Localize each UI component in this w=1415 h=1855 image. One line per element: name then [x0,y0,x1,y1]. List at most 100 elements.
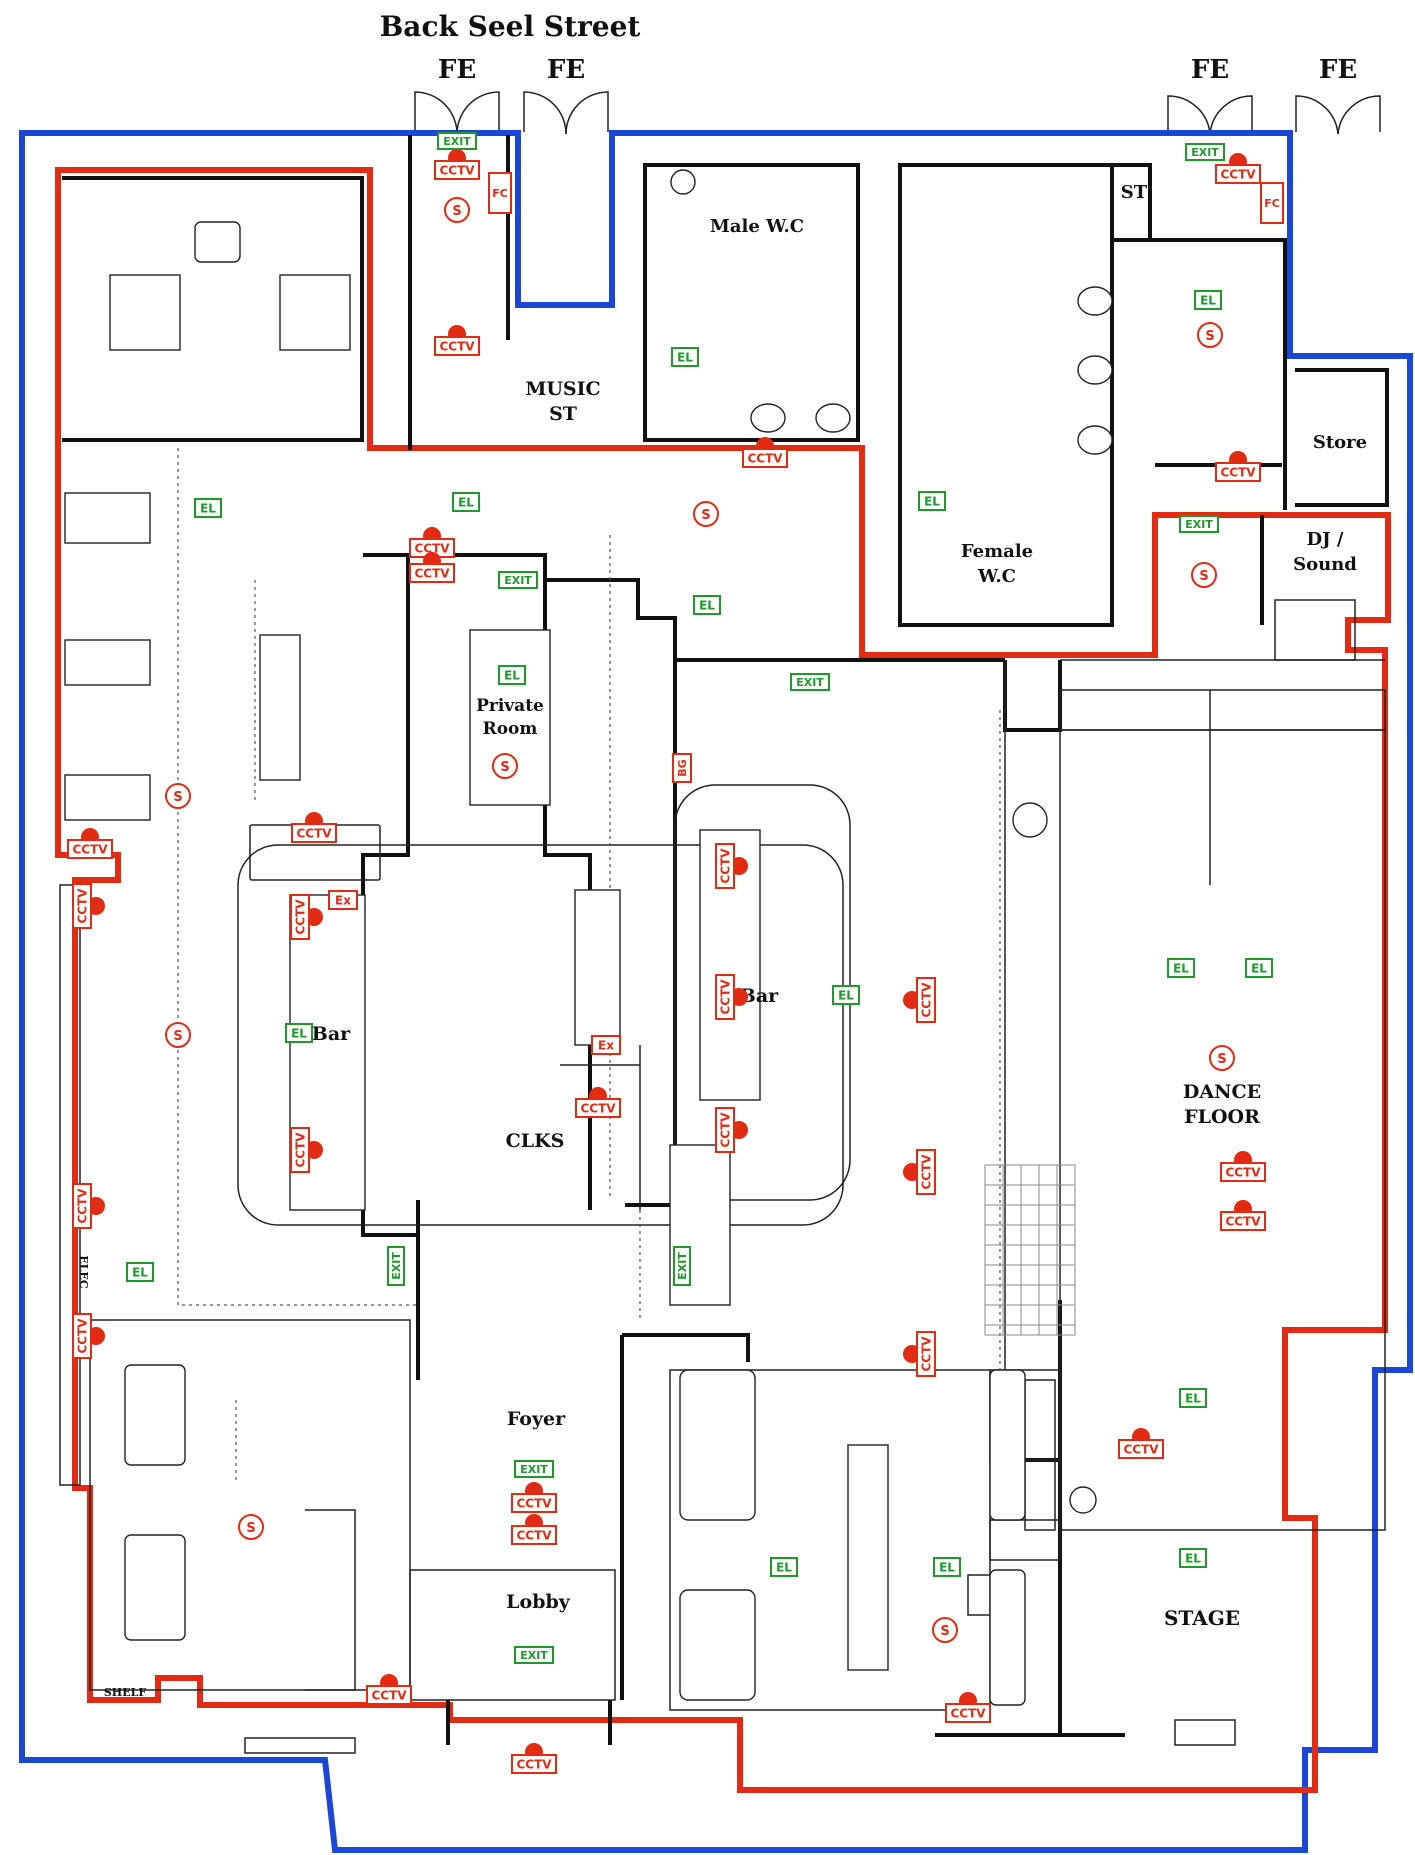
fire-exit-label-2: FE [547,55,585,85]
svg-text:S: S [173,790,182,805]
sensor-icon: S [1197,322,1223,348]
el-tag: EL [126,1262,154,1282]
svg-text:S: S [500,760,509,775]
inner-boundary [55,167,1391,1793]
svg-text:EL: EL [924,494,940,508]
room-lobby: Lobby [506,1591,571,1613]
cctv-tag: CCTV [434,160,480,180]
cctv-tag: CCTV [511,1754,557,1774]
el-tag: EL [671,347,699,367]
fc-tag: FC [1260,182,1284,224]
cctv-tag: CCTV [67,839,113,859]
el-tag: EL [1194,290,1222,310]
svg-text:EL: EL [1200,293,1216,307]
svg-text:S: S [246,1521,255,1536]
svg-text:CCTV: CCTV [718,1112,732,1148]
svg-text:CCTV: CCTV [919,1336,933,1372]
sensor-icon: S [932,1617,958,1643]
room-private-room-line1: Private [476,696,544,716]
svg-text:EXIT: EXIT [796,676,824,689]
cctv-tag: CCTV [1118,1439,1164,1459]
svg-text:CCTV: CCTV [516,1528,552,1542]
svg-text:CCTV: CCTV [296,826,332,840]
dashed-lines [177,448,1001,1480]
svg-text:EL: EL [838,988,854,1002]
svg-text:S: S [173,1029,182,1044]
sensor-icon: S [238,1514,264,1540]
el-tag: EL [285,1023,313,1043]
cctv-tag: CCTV [290,1127,310,1173]
svg-text:CCTV: CCTV [1225,1165,1261,1179]
room-music-st-line1: MUSIC [525,378,600,400]
exit-tag: EXIT [673,1246,691,1286]
room-st: ST [1121,182,1148,203]
fire-exit-label-3: FE [1191,55,1229,85]
street-label: Back Seel Street [380,10,641,43]
exit-tag: EXIT [498,571,538,589]
svg-text:S: S [1205,329,1214,344]
svg-text:CCTV: CCTV [72,842,108,856]
el-tag: EL [1179,1388,1207,1408]
svg-text:EL: EL [132,1265,148,1279]
cctv-tag: CCTV [72,1313,92,1359]
sensor-icon: S [1191,562,1217,588]
el-tag: EL [1167,958,1195,978]
room-private-room-line2: Room [483,719,538,739]
cctv-tag: CCTV [945,1703,991,1723]
fire-exit-label-4: FE [1319,55,1357,85]
room-store: Store [1313,432,1367,453]
fire-exit-doors [414,91,1381,135]
svg-text:EL: EL [939,1560,955,1574]
svg-text:EL: EL [1185,1551,1201,1565]
svg-text:CCTV: CCTV [516,1757,552,1771]
svg-text:EXIT: EXIT [1191,146,1219,159]
svg-text:CCTV: CCTV [439,163,475,177]
svg-text:CCTV: CCTV [747,451,783,465]
room-female-wc-line1: Female [961,541,1033,562]
svg-text:CCTV: CCTV [1220,167,1256,181]
sensor-icon: S [1209,1045,1235,1071]
el-tag: EL [832,985,860,1005]
svg-text:S: S [1217,1052,1226,1067]
el-tag: EL [498,665,526,685]
svg-text:Ex: Ex [598,1038,614,1052]
svg-text:CCTV: CCTV [718,848,732,884]
fire-exit-label-1: FE [438,55,476,85]
exit-tag: EXIT [1185,143,1225,161]
svg-text:EXIT: EXIT [390,1252,403,1280]
svg-text:CCTV: CCTV [1220,465,1256,479]
svg-text:CCTV: CCTV [919,1154,933,1190]
svg-text:BG: BG [676,759,689,776]
cctv-tag: CCTV [916,1149,936,1195]
cctv-tag: CCTV [290,894,310,940]
cctv-tag: CCTV [1220,1211,1266,1231]
cctv-tag: CCTV [409,538,455,558]
room-dj-sound-line2: Sound [1293,554,1357,575]
room-dj-sound-line1: DJ / [1307,529,1344,550]
detail-lines [59,599,1386,1754]
svg-text:EXIT: EXIT [520,1649,548,1662]
svg-text:EL: EL [291,1026,307,1040]
el-tag: EL [933,1557,961,1577]
fc-tag: FC [488,172,512,214]
cctv-tag: CCTV [715,843,735,889]
room-dance-floor-line1: DANCE [1183,1081,1261,1103]
outer-boundary [19,130,1413,1853]
svg-text:EL: EL [200,501,216,515]
svg-text:EL: EL [504,668,520,682]
ex-tag: Ex [591,1035,621,1055]
cctv-tag: CCTV [742,448,788,468]
el-tag: EL [693,595,721,615]
svg-text:EL: EL [776,1560,792,1574]
cctv-tag: CCTV [575,1098,621,1118]
svg-text:CCTV: CCTV [580,1101,616,1115]
svg-text:EXIT: EXIT [676,1252,689,1280]
svg-text:CCTV: CCTV [950,1706,986,1720]
exit-tag: EXIT [1179,515,1219,533]
cctv-tag: CCTV [916,1331,936,1377]
svg-text:EXIT: EXIT [443,135,471,148]
cctv-tag: CCTV [1215,462,1261,482]
exit-tag: EXIT [437,132,477,150]
exit-tag: EXIT [514,1646,554,1664]
svg-text:CCTV: CCTV [1123,1442,1159,1456]
